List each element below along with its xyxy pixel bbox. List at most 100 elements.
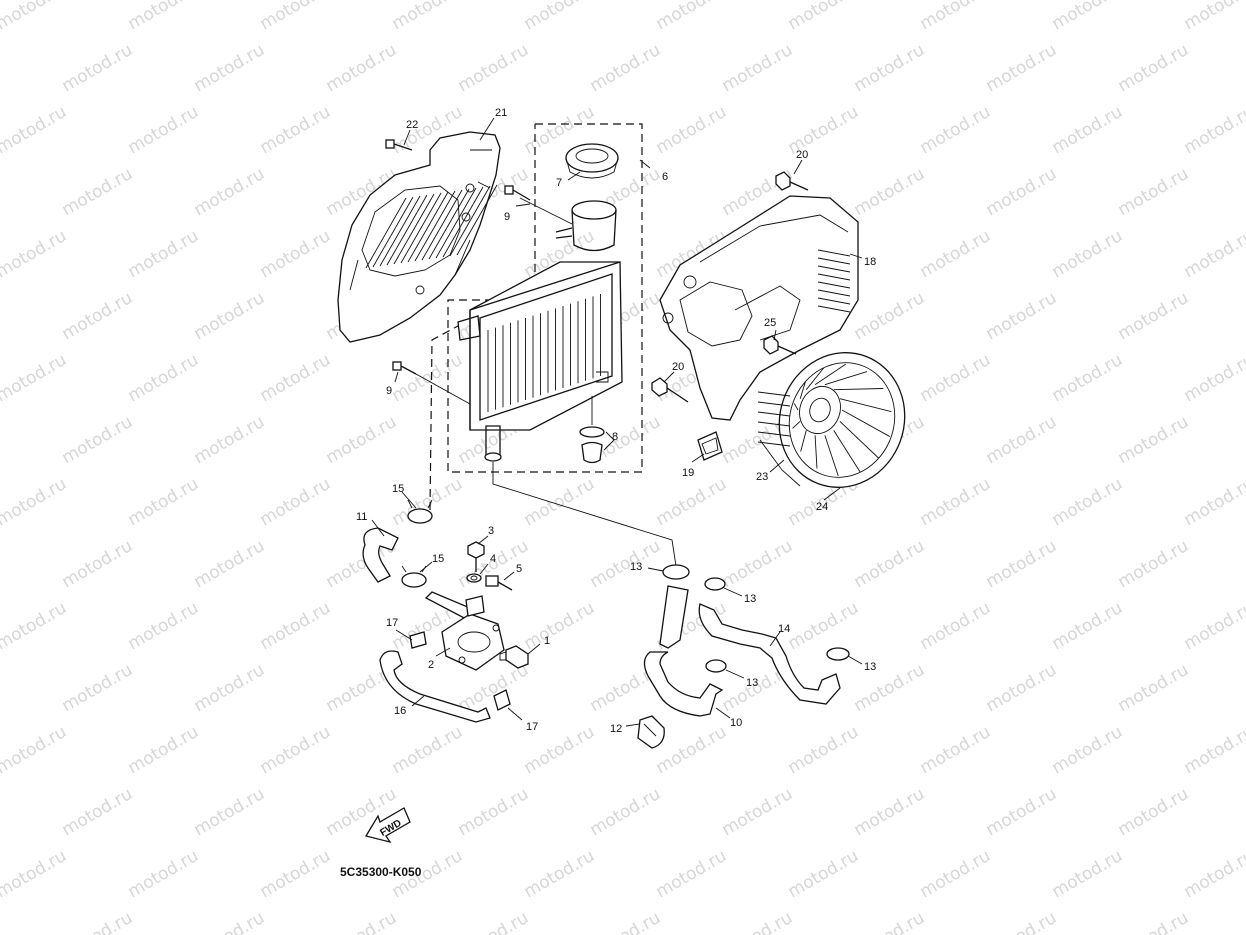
watermark-text: motod.ru [785,722,863,778]
bolt-20-lower [651,377,689,403]
watermark-text: motod.ru [191,412,269,468]
radiator-core [457,261,623,462]
watermark-text: motod.ru [1115,40,1193,96]
watermark-text: motod.ru [191,164,269,220]
watermark-text: motod.ru [1181,102,1246,158]
callout-14: 14 [778,623,790,635]
screw-5 [485,575,513,591]
fan-rib [757,391,791,397]
watermark-text: motod.ru [0,0,70,34]
watermark-text: motod.ru [323,908,401,935]
watermark-text: motod.ru [587,908,665,935]
watermark-text: motod.ru [257,722,335,778]
watermark-text: motod.ru [455,40,533,96]
fan-blade [824,435,839,476]
fan-rib [757,421,791,427]
watermark-text: motod.ru [59,288,137,344]
shroud-fins [817,249,851,313]
sensor-1 [499,645,529,669]
grille-slat [400,192,442,264]
callout-13-a: 13 [630,561,642,573]
shroud-fin [817,265,851,273]
watermark-text: motod.ru [983,536,1061,592]
callout-17-upper: 17 [386,617,398,629]
diagram-code: 5C35300-K050 [340,865,422,879]
core-fins [487,294,601,412]
watermark-text: motod.ru [719,784,797,840]
callout-19: 19 [682,467,694,479]
fan-blade [799,381,806,399]
grommet-8 [579,396,615,464]
fan-blade [805,367,825,390]
watermark-text: motod.ru [323,40,401,96]
watermark-text: motod.ru [851,908,929,935]
callout-12: 12 [610,723,622,735]
watermark-text: motod.ru [851,164,929,220]
watermark-text: motod.ru [587,40,665,96]
watermark-text: motod.ru [0,412,4,468]
watermark-text: motod.ru [983,164,1061,220]
watermark-text: motod.ru [125,474,203,530]
watermark-text: motod.ru [0,102,70,158]
watermark-text: motod.ru [0,536,4,592]
callout-18: 18 [864,256,876,268]
watermark-text: motod.ru [1049,722,1127,778]
watermark-text: motod.ru [455,908,533,935]
clip-12 [637,715,665,749]
watermark-text: motod.ru [587,536,665,592]
watermark-text: motod.ru [719,536,797,592]
fan-ring [778,352,906,488]
watermark-text: motod.ru [1049,350,1127,406]
watermark-text: motod.ru [1181,598,1246,654]
watermark-text: motod.ru [0,474,70,530]
watermark-text: motod.ru [257,350,335,406]
fan-rib [757,441,791,447]
watermark-text: motod.ru [785,0,863,34]
callouts: 21 22 7 6 9 9 8 20 18 25 20 19 23 24 15 … [356,107,876,735]
grille-slat [414,190,456,262]
watermark-text: motod.ru [587,784,665,840]
fan-blades [792,363,892,476]
callout-9-lower: 9 [386,385,392,397]
watermark-text: motod.ru [125,102,203,158]
callout-9-upper: 9 [504,211,510,223]
clip-17-upper [409,631,427,649]
callout-5: 5 [516,563,522,575]
callout-24: 24 [816,501,828,513]
watermark-text: motod.ru [917,474,995,530]
grille-slat [428,188,470,260]
grille-slat [407,191,449,263]
clip-17-lower [493,689,511,711]
hose-10 [643,585,724,717]
fan-rib [757,431,791,437]
watermark-text: motod.ru [851,660,929,716]
watermark-text: motod.ru [59,784,137,840]
watermark-text: motod.ru [257,598,335,654]
watermark-text: motod.ru [257,102,335,158]
watermark-text: motod.ru [1115,784,1193,840]
watermark-text: motod.ru [917,350,995,406]
watermark-text: motod.ru [59,536,137,592]
watermark-text: motod.ru [917,102,995,158]
callout-16: 16 [394,705,406,717]
watermark-text: motod.ru [521,846,599,902]
watermark-text: motod.ru [59,40,137,96]
watermark-text: motod.ru [983,412,1061,468]
fan-blade [833,388,884,391]
callout-15-upper: 15 [392,483,404,495]
watermark-text: motod.ru [389,350,467,406]
callout-20-upper: 20 [796,149,808,161]
watermark-text: motod.ru [0,846,70,902]
watermark-text: motod.ru [0,350,70,406]
watermark-text: motod.ru [125,350,203,406]
watermark-text: motod.ru [1115,660,1193,716]
fan-blade [833,430,861,473]
callout-15-lower: 15 [432,553,444,565]
bolt-20-upper [775,171,809,191]
grille-slat [379,195,421,267]
grille-slat [442,186,484,258]
callout-25: 25 [764,317,776,329]
watermark-text: motod.ru [0,598,70,654]
damper-19 [697,431,723,461]
